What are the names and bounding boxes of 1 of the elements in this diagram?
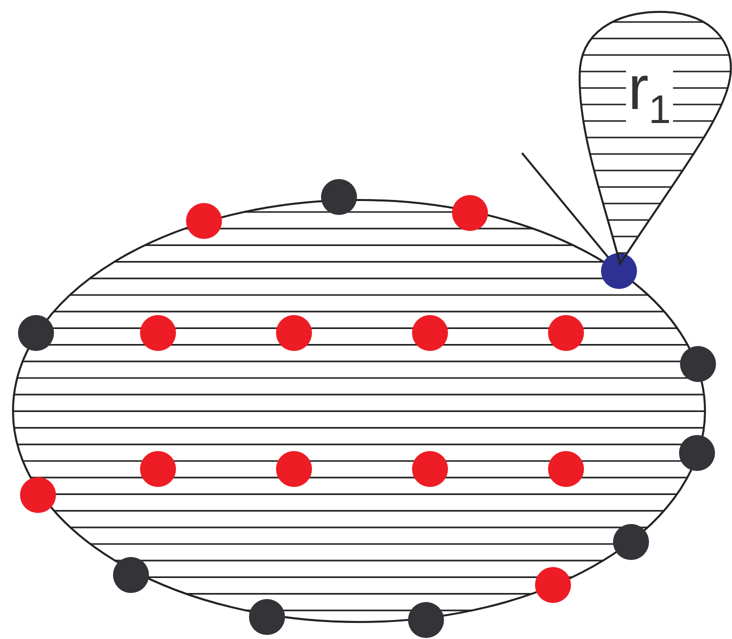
teardrop-shape <box>576 8 732 266</box>
